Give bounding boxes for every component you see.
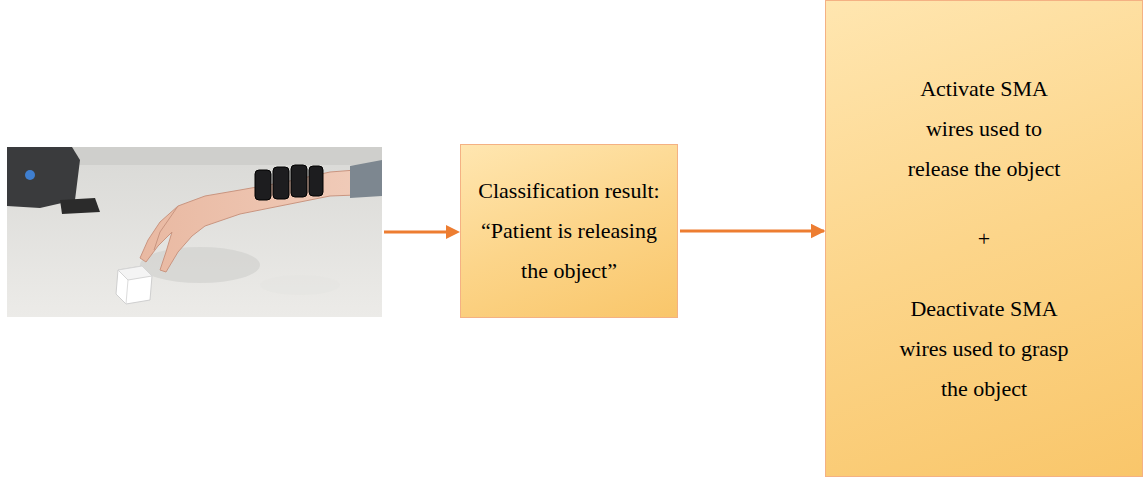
box-text: Deactivate SMA wires used to grasp the o…	[898, 289, 1070, 409]
flow-arrow	[680, 230, 824, 233]
box-text: +	[978, 219, 990, 259]
process-box: Activate SMA wires used to release the o…	[825, 0, 1143, 477]
input-arrowhead	[446, 225, 460, 239]
box-text: Activate SMA wires used to release the o…	[898, 69, 1070, 189]
input-arrow	[384, 231, 448, 234]
box-text: Classification result: “Patient is relea…	[475, 171, 663, 291]
process-box: Classification result: “Patient is relea…	[460, 144, 678, 318]
